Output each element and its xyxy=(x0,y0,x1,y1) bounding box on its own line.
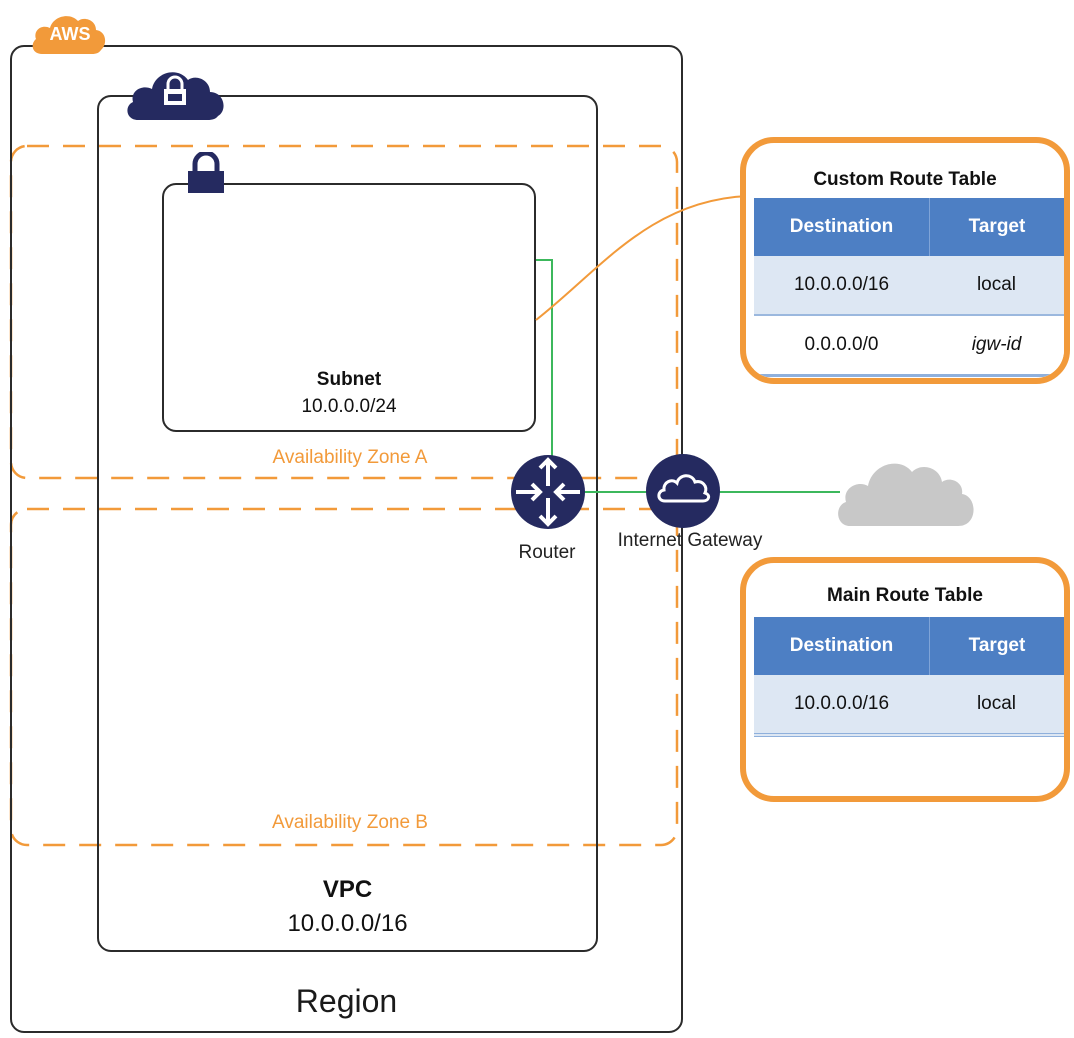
availability-zone-b-label: Availability Zone B xyxy=(272,812,428,833)
internet-gateway-label: Internet Gateway xyxy=(617,530,763,551)
vpc-cloud-lock-icon xyxy=(124,58,230,122)
main-route-table: Main Route Table Destination Target 10.0… xyxy=(740,557,1070,802)
aws-cloud-icon: AWS xyxy=(30,8,110,58)
subnet-cidr: 10.0.0.0/24 xyxy=(301,396,397,417)
custom-route-table-title: Custom Route Table xyxy=(813,169,997,190)
table-header-row: Destination Target xyxy=(754,617,1064,675)
availability-zone-a-label: Availability Zone A xyxy=(272,447,428,468)
vpc-cidr: 10.0.0.0/16 xyxy=(287,910,408,937)
availability-zone-b-box xyxy=(9,507,679,847)
route-destination: 0.0.0.0/0 xyxy=(804,334,879,355)
region-label: Region xyxy=(295,983,398,1019)
internet-cloud-icon xyxy=(834,440,976,528)
subnet-route-table-association xyxy=(535,195,749,321)
vpc-title: VPC xyxy=(322,876,373,903)
region-box xyxy=(10,45,683,1033)
table-header-row: Destination Target xyxy=(754,198,1064,256)
table-row: 10.0.0.0/16 local xyxy=(754,675,1064,737)
router-icon xyxy=(510,454,586,530)
route-target: local xyxy=(976,274,1017,295)
column-header-target: Target xyxy=(968,216,1026,237)
main-route-table-title: Main Route Table xyxy=(827,585,983,606)
route-target: local xyxy=(976,693,1017,714)
router-label: Router xyxy=(518,542,576,563)
route-destination: 10.0.0.0/16 xyxy=(793,274,890,295)
route-destination: 10.0.0.0/16 xyxy=(793,693,890,714)
route-target: igw-id xyxy=(971,334,1022,355)
table-row: 0.0.0.0/0 igw-id xyxy=(754,316,1064,377)
subnet-box xyxy=(162,183,536,432)
custom-route-table: Custom Route Table Destination Target 10… xyxy=(740,137,1070,384)
subnet-title: Subnet xyxy=(316,369,382,390)
column-header-target: Target xyxy=(968,635,1026,656)
internet-gateway-icon xyxy=(645,453,721,529)
availability-zone-a-box xyxy=(9,144,679,480)
table-row: 10.0.0.0/16 local xyxy=(754,256,1064,316)
column-header-destination: Destination xyxy=(754,617,930,675)
subnet-lock-icon xyxy=(186,150,226,194)
aws-label: AWS xyxy=(49,24,91,44)
subnet-router-link xyxy=(536,259,553,460)
vpc-box xyxy=(97,95,598,952)
main-route-table-grid: Destination Target 10.0.0.0/16 local xyxy=(754,617,1064,737)
column-header-destination: Destination xyxy=(754,198,930,256)
custom-route-table-grid: Destination Target 10.0.0.0/16 local 0.0… xyxy=(754,198,1064,377)
